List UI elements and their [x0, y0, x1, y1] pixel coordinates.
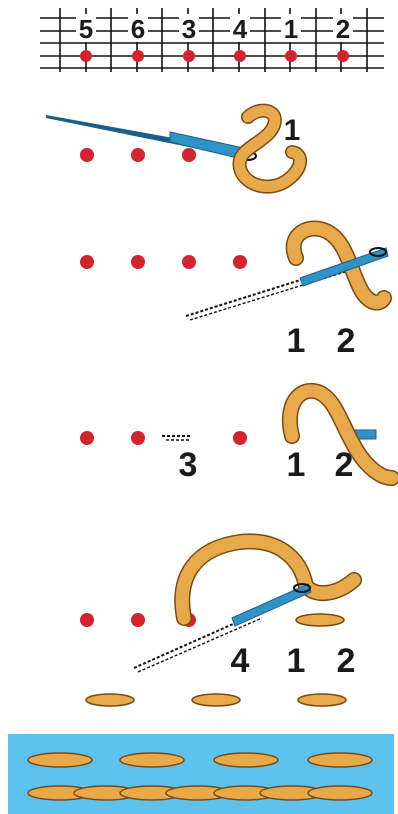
needle-icon — [134, 584, 311, 672]
stitch-dash-icon — [296, 614, 344, 626]
step-2: 1 2 — [80, 228, 388, 360]
step4-label-1: 1 — [287, 642, 306, 680]
step-1: 1 — [46, 111, 300, 187]
step2-dots — [80, 255, 247, 269]
grid-label-5: 5 — [79, 14, 93, 44]
fabric-swatch — [8, 734, 394, 814]
step1-dots — [80, 148, 196, 162]
step1-label-1: 1 — [284, 114, 301, 147]
needle-icon — [46, 115, 256, 160]
step-4: 4 1 2 — [80, 541, 355, 706]
grid-label-4: 4 — [233, 14, 248, 44]
step3-label-1: 1 — [287, 446, 306, 484]
grid-label-1: 1 — [284, 14, 298, 44]
step4-label-4: 4 — [231, 642, 250, 680]
step4-label-2: 2 — [337, 642, 356, 680]
grid-label-2: 2 — [336, 14, 350, 44]
step2-label-2: 2 — [337, 322, 356, 360]
step3-dots — [80, 431, 247, 445]
stitch-row — [86, 694, 346, 706]
grid-label-6: 6 — [131, 14, 145, 44]
grid-header: 5 6 3 4 1 2 — [40, 8, 384, 72]
step-3: 3 1 2 — [80, 391, 392, 484]
stitch-row-bottom — [28, 786, 372, 800]
grid-label-3: 3 — [182, 14, 196, 44]
result-panel — [8, 734, 394, 814]
step3-label-2: 2 — [335, 446, 354, 484]
step2-label-1: 1 — [287, 322, 306, 360]
step3-label-3: 3 — [179, 446, 198, 484]
